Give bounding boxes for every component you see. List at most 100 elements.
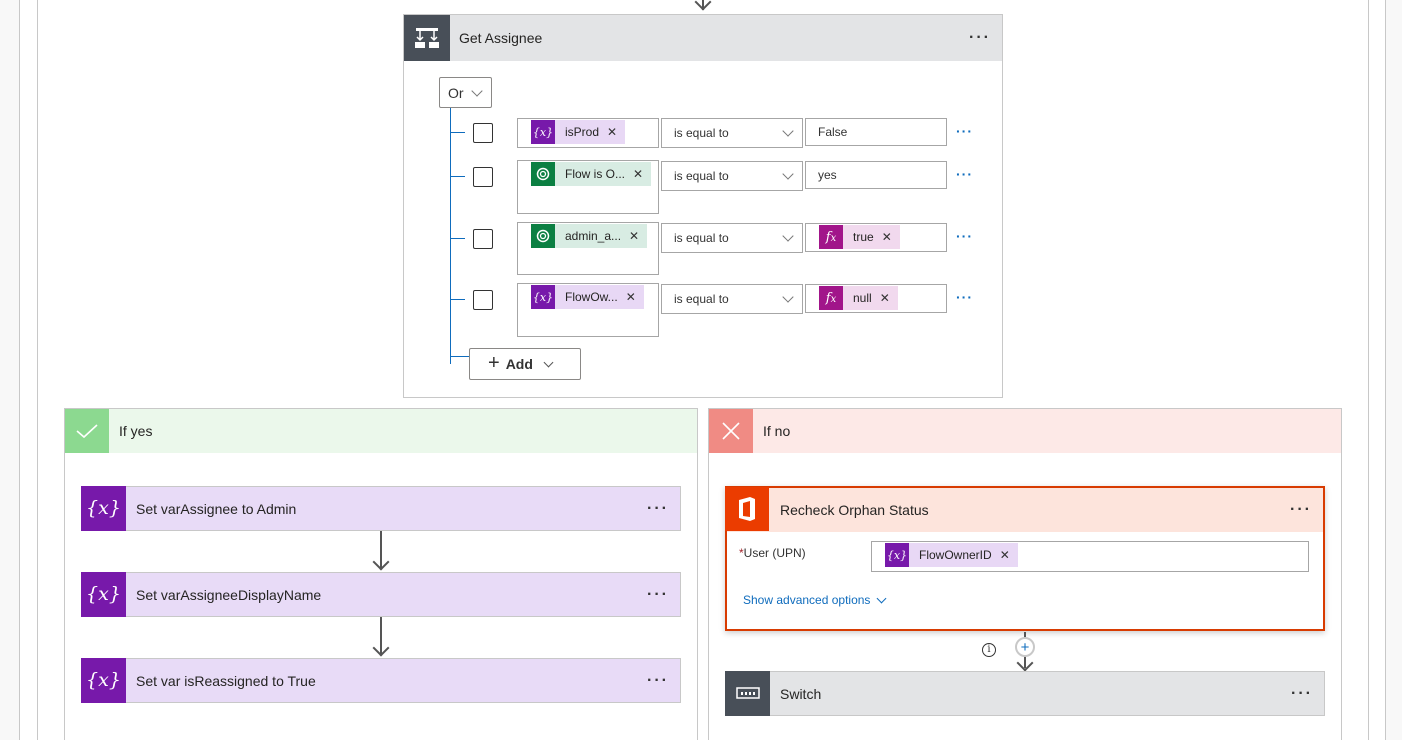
connector-line: [380, 617, 382, 655]
row-more-button[interactable]: ···: [956, 289, 973, 305]
show-advanced-options-link[interactable]: Show advanced options: [743, 593, 887, 607]
left-operand-input[interactable]: Flow is O... ✕: [517, 160, 659, 214]
tree-branch: [451, 356, 470, 357]
row-more-button[interactable]: ···: [956, 228, 973, 244]
action-set-isreassigned[interactable]: {x} Set var isReassigned to True ···: [81, 657, 681, 703]
operator-dropdown[interactable]: is equal to: [661, 161, 803, 191]
variable-token[interactable]: {x} FlowOwnerID ✕: [885, 543, 1018, 567]
add-condition-button[interactable]: + Add: [469, 348, 581, 380]
action-more-button[interactable]: ···: [647, 671, 669, 689]
chevron-down-icon: [782, 230, 794, 242]
dataverse-token[interactable]: admin_a... ✕: [531, 224, 648, 248]
row-checkbox[interactable]: [473, 123, 493, 143]
group-operator-dropdown[interactable]: Or: [439, 77, 492, 108]
remove-token-icon[interactable]: ✕: [999, 548, 1010, 562]
token-label: Flow is O...: [565, 167, 626, 181]
row-more-button[interactable]: ···: [956, 123, 973, 139]
variable-token[interactable]: {x} isProd✕: [531, 120, 626, 144]
dataverse-token[interactable]: Flow is O... ✕: [531, 162, 652, 186]
action-title: Set varAssignee to Admin: [136, 500, 297, 517]
right-operand-input[interactable]: fx null✕: [805, 284, 947, 313]
condition-more-button[interactable]: ···: [969, 29, 991, 46]
switch-icon: [725, 670, 770, 716]
left-operand-input[interactable]: {x} FlowOw...✕: [517, 283, 659, 337]
action-title: Set var isReassigned to True: [136, 672, 316, 689]
row-more-button[interactable]: ···: [956, 166, 973, 182]
operator-value: is equal to: [674, 292, 729, 306]
token-label: admin_a...: [565, 229, 622, 243]
action-set-varassigneedisplayname[interactable]: {x} Set varAssigneeDisplayName ···: [81, 571, 681, 617]
right-operand-value: yes: [818, 168, 837, 182]
if-no-header[interactable]: If no: [709, 409, 1341, 453]
scope-border-left: [37, 0, 38, 740]
action-title: Set varAssigneeDisplayName: [136, 586, 322, 603]
expression-icon: fx: [819, 286, 843, 310]
group-operator-value: Or: [448, 84, 464, 101]
canvas-right-gutter: [1385, 0, 1402, 740]
action-more-button[interactable]: ···: [647, 499, 669, 517]
user-upn-label: *User (UPN): [739, 546, 806, 560]
user-upn-input[interactable]: {x} FlowOwnerID ✕: [871, 541, 1309, 572]
token-label: FlowOwnerID: [919, 548, 992, 562]
row-checkbox[interactable]: [473, 290, 493, 310]
remove-token-icon[interactable]: ✕: [625, 290, 636, 304]
operator-value: is equal to: [674, 231, 729, 245]
variable-icon: {x}: [531, 285, 555, 309]
add-label: Add: [505, 356, 533, 372]
variable-icon: {x}: [885, 543, 909, 567]
action-more-button[interactable]: ···: [647, 585, 669, 603]
left-operand-input[interactable]: admin_a... ✕: [517, 222, 659, 275]
operator-value: is equal to: [674, 169, 729, 183]
connector-line: [702, 0, 704, 10]
variable-icon: {x}: [81, 485, 126, 531]
condition-header[interactable]: Get Assignee ···: [404, 15, 1002, 61]
recheck-more-button[interactable]: ···: [1290, 501, 1312, 518]
switch-title: Switch: [780, 685, 822, 702]
chevron-down-icon: [782, 291, 794, 303]
operator-dropdown[interactable]: is equal to: [661, 118, 803, 148]
tree-branch: [451, 299, 465, 300]
token-label: true: [853, 230, 874, 244]
operator-dropdown[interactable]: is equal to: [661, 223, 803, 253]
remove-token-icon[interactable]: ✕: [633, 167, 644, 181]
token-label: isProd: [565, 125, 600, 139]
operator-dropdown[interactable]: is equal to: [661, 284, 803, 314]
right-operand-value: False: [818, 125, 848, 139]
operator-value: is equal to: [674, 126, 729, 140]
row-checkbox[interactable]: [473, 229, 493, 249]
expression-token[interactable]: fx null✕: [819, 286, 898, 310]
switch-more-button[interactable]: ···: [1291, 684, 1313, 702]
if-yes-header[interactable]: If yes: [65, 409, 697, 453]
tree-branch: [451, 238, 465, 239]
check-icon: [65, 409, 109, 453]
action-set-varassignee[interactable]: {x} Set varAssignee to Admin ···: [81, 485, 681, 531]
remove-token-icon[interactable]: ✕: [881, 230, 892, 244]
tree-line: [450, 108, 451, 364]
dataverse-icon: [531, 224, 555, 248]
insert-step-button[interactable]: +: [1015, 637, 1035, 657]
expression-token[interactable]: fx true✕: [819, 225, 900, 249]
recheck-header[interactable]: Recheck Orphan Status ···: [725, 487, 1323, 532]
row-checkbox[interactable]: [473, 167, 493, 187]
right-operand-input[interactable]: False: [805, 118, 947, 146]
variable-icon: {x}: [81, 571, 126, 617]
remove-token-icon[interactable]: ✕: [879, 291, 890, 305]
plus-icon: +: [488, 351, 500, 374]
recheck-title: Recheck Orphan Status: [780, 502, 929, 518]
variable-token[interactable]: {x} FlowOw...✕: [531, 285, 644, 309]
canvas-left-gutter: [0, 0, 20, 740]
chevron-down-icon: [543, 357, 554, 367]
if-no-title: If no: [763, 423, 791, 439]
remove-token-icon[interactable]: ✕: [629, 229, 640, 243]
connector-arrow-icon: [694, 0, 712, 11]
right-operand-input[interactable]: fx true✕: [805, 223, 947, 252]
right-operand-input[interactable]: yes: [805, 161, 947, 189]
switch-action[interactable]: Switch ···: [725, 670, 1325, 716]
left-operand-input[interactable]: {x} isProd✕: [517, 118, 659, 148]
condition-card: Get Assignee ··· Or {x} isProd ✕ is equal…: [403, 14, 1003, 398]
info-icon[interactable]: i: [982, 643, 996, 657]
recheck-orphan-status-card: Recheck Orphan Status ··· *User (UPN) {x…: [725, 486, 1325, 631]
scope-border-right: [1368, 0, 1369, 740]
remove-token-icon[interactable]: ✕: [607, 125, 618, 139]
condition-icon: [404, 15, 450, 61]
